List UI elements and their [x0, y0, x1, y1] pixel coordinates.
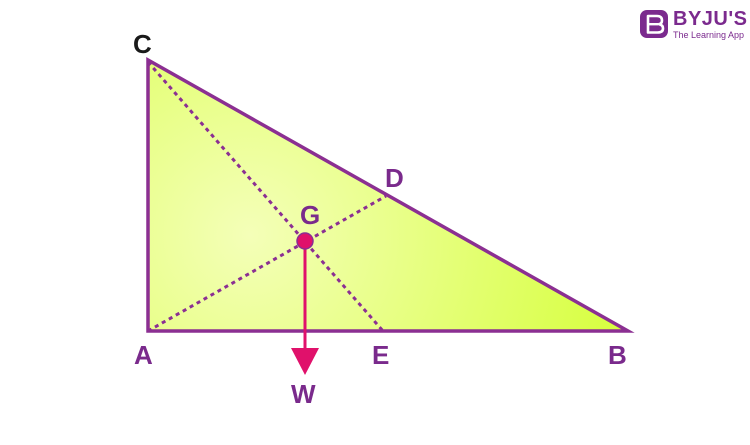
label-w: W — [291, 379, 316, 409]
byjus-logo-icon — [640, 10, 668, 38]
brand-name: BYJU'S — [673, 8, 748, 30]
brand-logo: BYJU'S The Learning App — [640, 8, 748, 42]
downward-arrow-icon — [291, 348, 319, 375]
brand-tagline: The Learning App — [673, 30, 745, 40]
median-a-to-d — [147, 194, 387, 333]
label-c: C — [133, 29, 152, 59]
label-d: D — [385, 163, 404, 193]
label-e: E — [372, 340, 389, 370]
label-a: A — [134, 340, 153, 370]
label-g: G — [300, 200, 320, 230]
median-c-to-e — [146, 61, 385, 332]
centroid-dot-icon — [296, 232, 314, 250]
label-b: B — [608, 340, 627, 370]
